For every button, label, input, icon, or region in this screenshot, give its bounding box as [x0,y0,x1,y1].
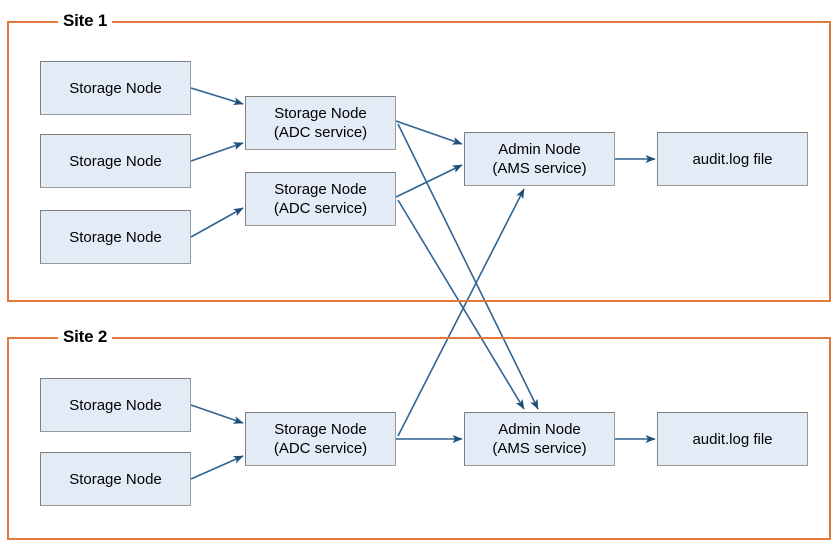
node-label-line1: Storage Node [69,79,162,97]
node-label-line1: Storage Node [69,152,162,170]
node-storage-node-s2-2[interactable]: Storage Node [40,452,191,506]
node-label-line1: Admin Node [498,421,581,438]
node-storage-node-s1-1[interactable]: Storage Node [40,61,191,115]
node-storage-node-adc-s2-1[interactable]: Storage Node (ADC service) [245,412,396,466]
node-label-line1: Storage Node [69,470,162,488]
node-storage-node-s2-1[interactable]: Storage Node [40,378,191,432]
node-label-line1: Storage Node [69,228,162,246]
site-label-1: Site 1 [58,12,113,29]
node-label-line1: Storage Node [274,181,367,198]
node-storage-node-adc-s1-2[interactable]: Storage Node (ADC service) [245,172,396,226]
node-storage-node-s1-3[interactable]: Storage Node [40,210,191,264]
node-label-line2: (ADC service) [273,440,368,457]
node-label-line2: (AMS service) [492,160,587,177]
node-admin-node-ams-s1[interactable]: Admin Node (AMS service) [464,132,615,186]
node-label-line1: Storage Node [274,421,367,438]
site-label-2: Site 2 [58,328,113,345]
node-audit-log-file-s2[interactable]: audit.log file [657,412,808,466]
node-storage-node-s1-2[interactable]: Storage Node [40,134,191,188]
node-storage-node-adc-s1-1[interactable]: Storage Node (ADC service) [245,96,396,150]
node-label-line1: Storage Node [274,105,367,122]
node-label-line2: (ADC service) [273,124,368,141]
node-audit-log-file-s1[interactable]: audit.log file [657,132,808,186]
node-label-line1: Admin Node [498,141,581,158]
site-frame-2 [7,337,831,540]
node-label-line1: Storage Node [69,396,162,414]
node-label-line2: (ADC service) [273,200,368,217]
node-label-line1: audit.log file [692,430,773,448]
site-frame-1 [7,21,831,302]
node-admin-node-ams-s2[interactable]: Admin Node (AMS service) [464,412,615,466]
node-label-line2: (AMS service) [492,440,587,457]
node-label-line1: audit.log file [692,150,773,168]
